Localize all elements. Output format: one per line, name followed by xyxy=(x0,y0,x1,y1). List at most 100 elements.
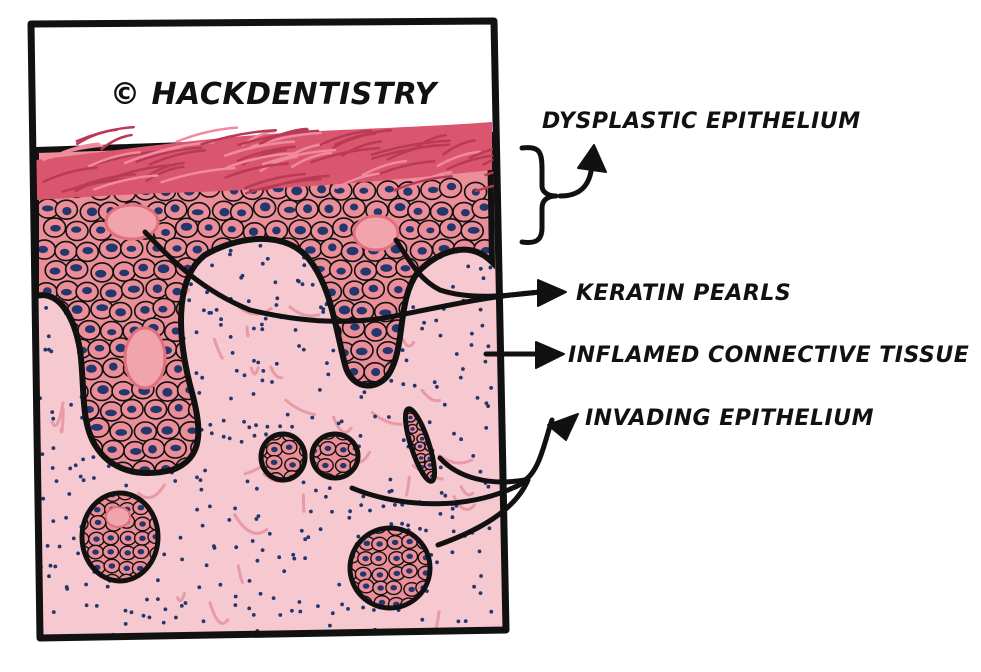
inflammatory-cell xyxy=(302,263,307,268)
inflammatory-cell xyxy=(260,327,265,332)
inflammatory-cell xyxy=(298,609,303,614)
inflammatory-cell xyxy=(438,512,443,516)
keratin-stroke xyxy=(87,151,142,168)
inflammatory-cell xyxy=(471,454,476,458)
keratin-pearls xyxy=(104,203,400,390)
cell-nucleus xyxy=(417,444,423,449)
inflammatory-cell xyxy=(252,326,256,331)
cell-nucleus xyxy=(37,245,48,254)
cell-nucleus xyxy=(86,364,97,373)
inflammatory-cell xyxy=(461,367,465,371)
cell-nucleus xyxy=(105,409,117,417)
keratin-stroke xyxy=(442,139,476,156)
island-outline xyxy=(309,431,361,481)
inflammatory-cell xyxy=(275,296,280,301)
inflammatory-cell xyxy=(438,465,443,470)
inflammatory-cell xyxy=(282,569,287,574)
cell-nucleus xyxy=(219,208,230,217)
label-inflamed-connective-tissue: INFLAMED CONNECTIVE TISSUE xyxy=(568,343,969,368)
inflammatory-cell xyxy=(293,328,298,332)
inflammatory-cell xyxy=(227,436,232,441)
cell-nucleus xyxy=(123,565,131,571)
inflammatory-cell xyxy=(290,424,294,429)
inflammatory-cell xyxy=(242,373,247,378)
inflammatory-cell xyxy=(187,298,192,303)
inflammatory-cell xyxy=(47,347,51,352)
island-outline xyxy=(79,490,161,584)
inflammatory-cell xyxy=(209,431,214,436)
cell-nucleus xyxy=(377,585,384,591)
cell-nucleus xyxy=(82,247,94,255)
inflammatory-cell xyxy=(406,523,410,528)
inflammatory-cell xyxy=(472,584,476,589)
cell-nucleus xyxy=(108,563,116,569)
cell-nucleus xyxy=(410,427,415,431)
inflammatory-cell xyxy=(393,503,397,507)
inflammatory-cell xyxy=(45,544,50,548)
cell-nucleus xyxy=(126,245,137,252)
inflammatory-cell xyxy=(71,536,76,541)
cell-nucleus xyxy=(97,385,109,395)
inflammatory-cell xyxy=(214,308,219,312)
inflammatory-cell xyxy=(348,509,352,514)
inflammatory-cell xyxy=(328,623,332,628)
inflammatory-cell xyxy=(76,551,80,556)
collagen-fiber xyxy=(50,401,65,428)
inflammatory-cell xyxy=(124,483,129,488)
inflammatory-cell xyxy=(250,539,255,543)
inflammatory-cell xyxy=(331,348,336,353)
label-dysplastic-epithelium: DYSPLASTIC EPITHELIUM xyxy=(542,109,861,134)
cell-nucleus xyxy=(172,287,182,296)
inflammatory-cell xyxy=(459,437,463,442)
cell-nucleus xyxy=(427,463,432,467)
inflammatory-cell xyxy=(484,426,489,430)
cell-nucleus xyxy=(408,415,413,420)
collagen-fiber xyxy=(420,388,442,403)
cell-nucleus xyxy=(291,186,303,196)
inflammatory-cell xyxy=(434,318,439,323)
inflammatory-cell xyxy=(486,404,490,408)
inflammatory-cell xyxy=(359,503,364,507)
cell-nucleus xyxy=(94,519,102,526)
keratin-stroke xyxy=(375,159,436,177)
inflammatory-cell xyxy=(178,535,183,540)
cell-nucleus xyxy=(172,245,182,252)
collagen-fiber xyxy=(459,485,475,497)
keratin-stroke xyxy=(100,133,133,151)
inflammatory-cell xyxy=(43,347,48,352)
inflammatory-cell xyxy=(346,607,350,611)
copyright-text: © HACKDENTISTRY xyxy=(110,77,440,112)
inflammatory-cell xyxy=(57,544,62,549)
inflammatory-cell xyxy=(356,534,361,539)
cell-nucleus xyxy=(187,427,198,434)
inflammatory-cell xyxy=(198,478,203,482)
cell-nucleus xyxy=(283,206,296,214)
inflammatory-cell xyxy=(219,323,223,327)
inflammatory-cell xyxy=(64,585,69,589)
inflammatory-cell xyxy=(292,556,297,561)
inflammatory-cell xyxy=(123,608,128,613)
tissue-section xyxy=(31,21,506,638)
inflammatory-cell xyxy=(247,579,252,583)
cell-nucleus xyxy=(328,243,337,252)
cell-nucleus xyxy=(139,521,146,527)
cell-nucleus xyxy=(349,203,359,211)
inflammatory-cell xyxy=(278,613,283,617)
keratin-stroke xyxy=(236,145,297,162)
cell-nucleus xyxy=(375,555,382,562)
cell-nucleus xyxy=(71,305,83,314)
cell-nucleus xyxy=(93,536,100,542)
keratin-layer xyxy=(36,122,506,200)
cell-nucleus xyxy=(152,284,163,294)
island-outline xyxy=(258,431,308,483)
cell-nucleus xyxy=(467,226,480,234)
inflammatory-cell xyxy=(218,582,223,587)
inflammatory-cell xyxy=(297,279,301,284)
keratin-stroke xyxy=(223,140,296,157)
cell-nucleus xyxy=(119,269,130,277)
inflammatory-cell xyxy=(273,280,278,285)
cell-nucleus xyxy=(322,462,329,469)
inflammatory-cell xyxy=(73,463,78,468)
cell-nucleus xyxy=(368,284,379,293)
